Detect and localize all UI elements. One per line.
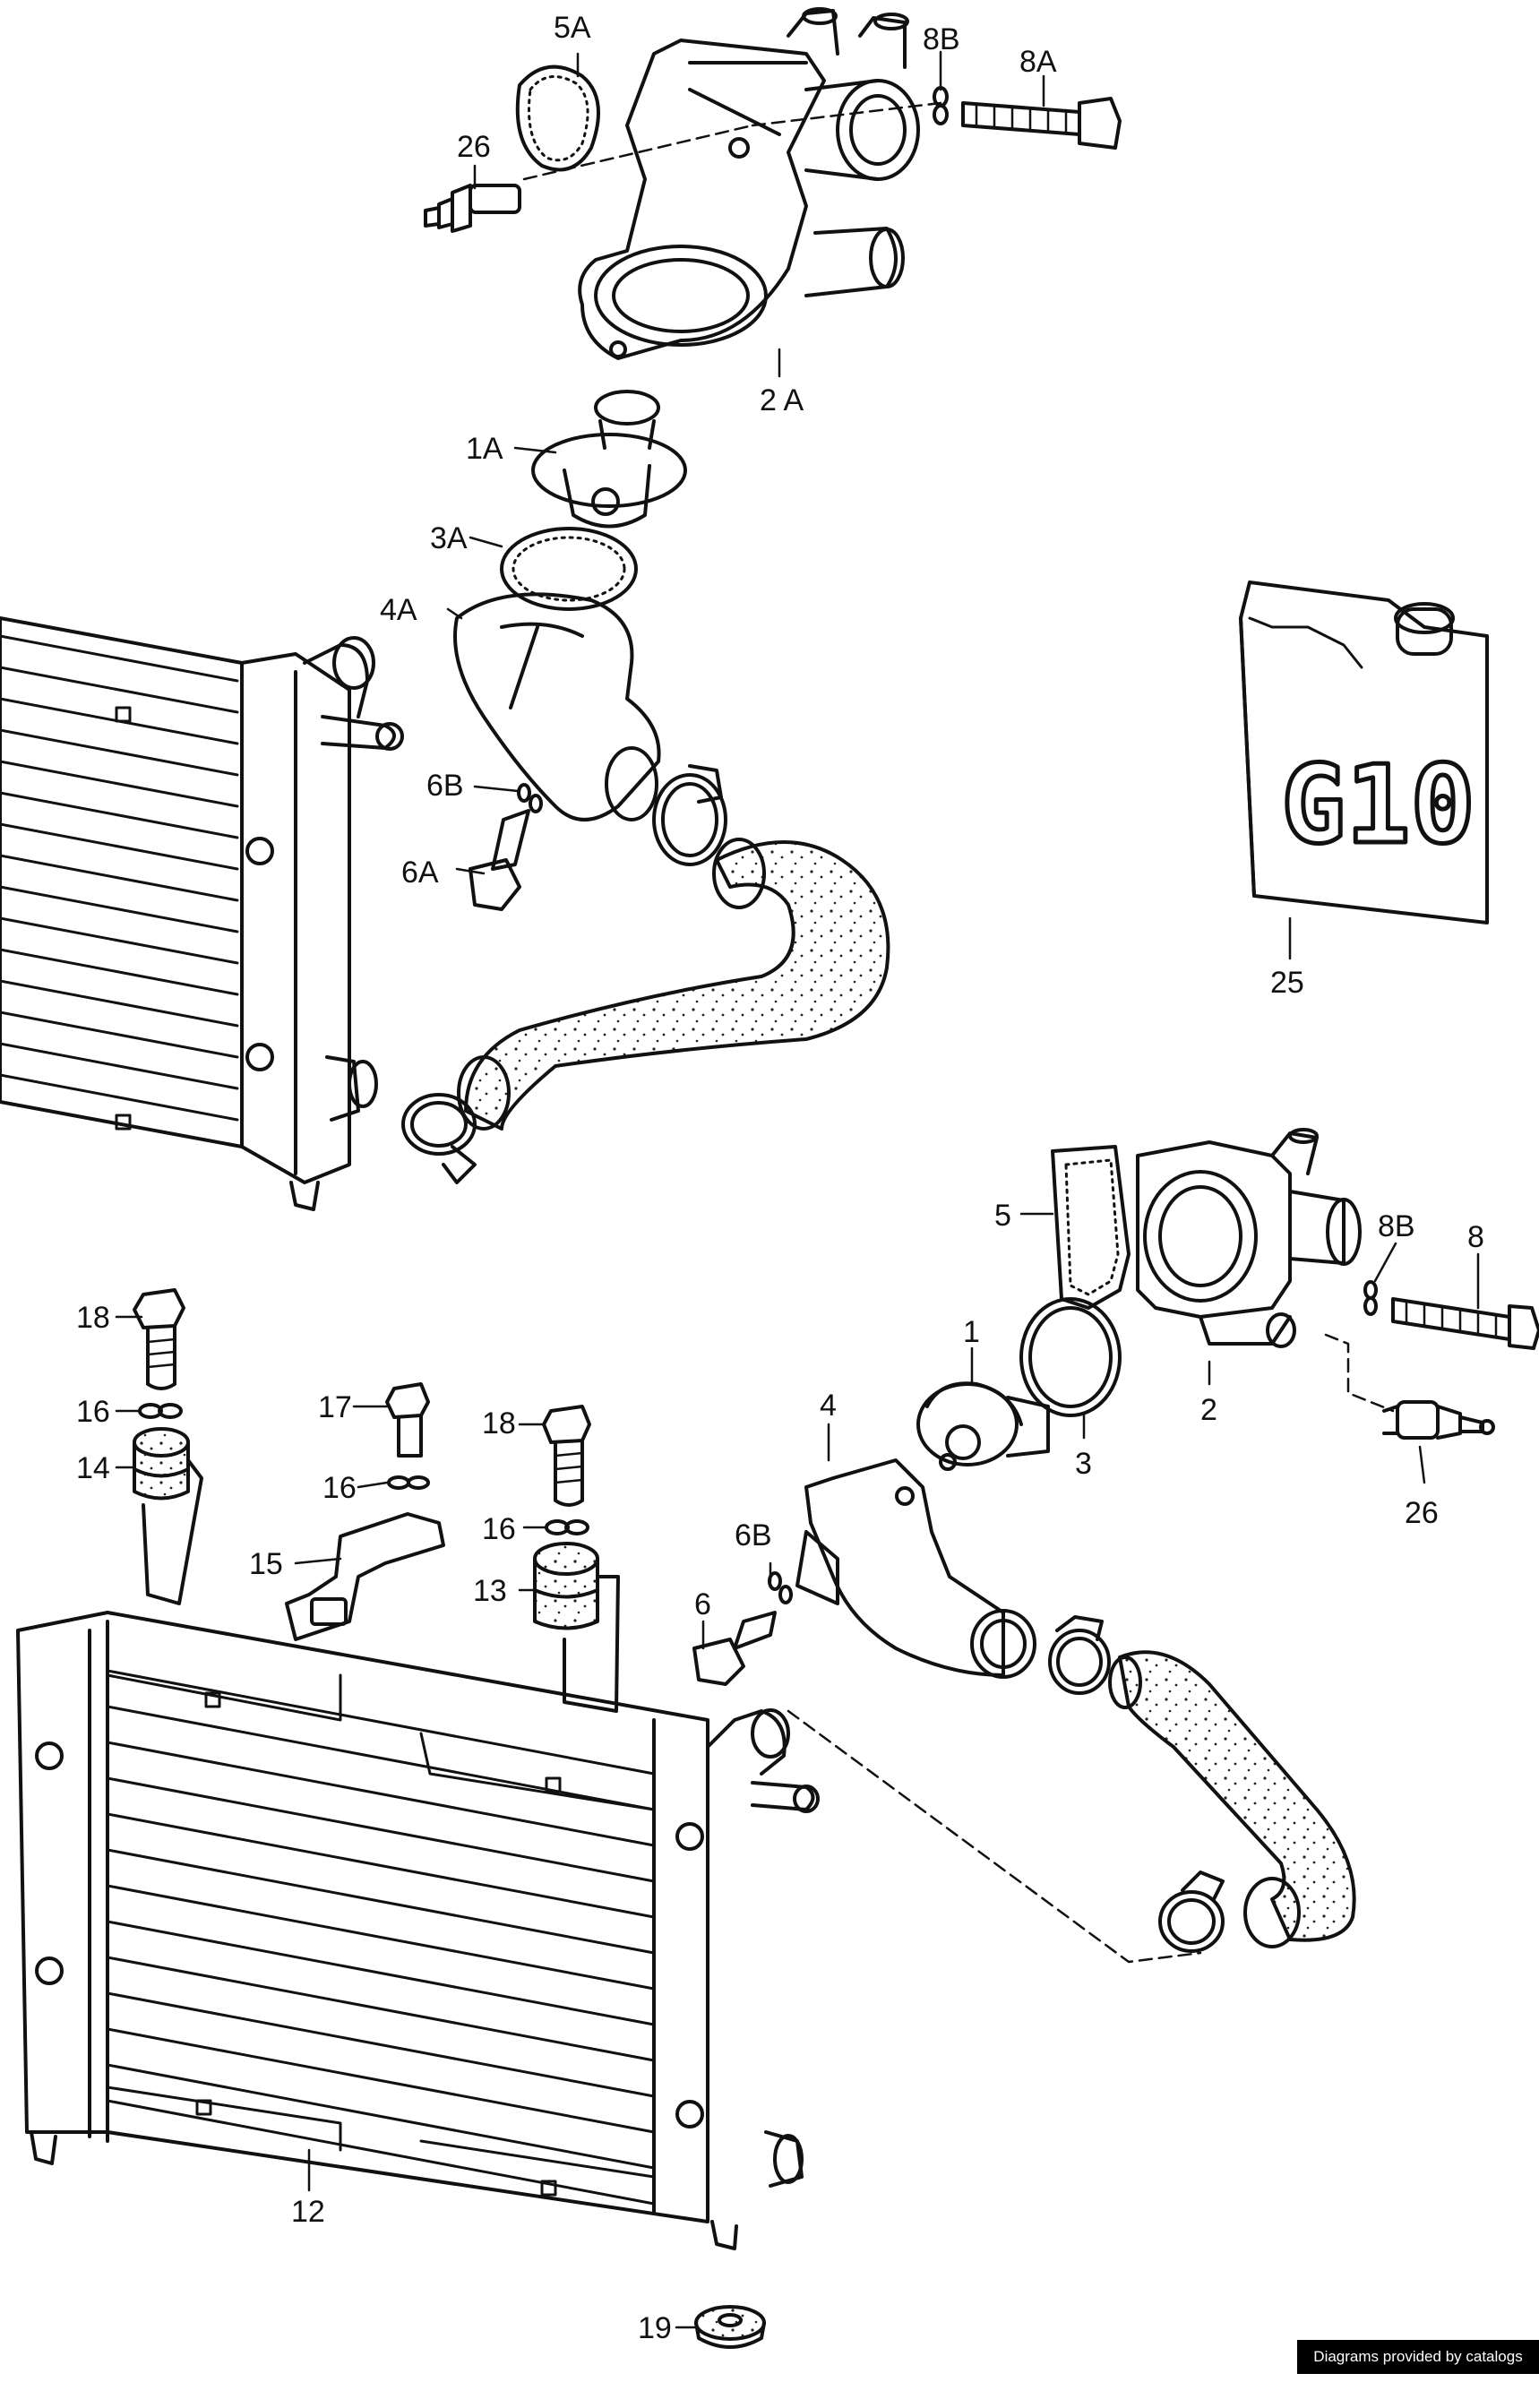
callout-2: 2 xyxy=(1200,1393,1217,1427)
thermostat-housing-2a xyxy=(578,7,920,360)
hose-clamp-top-1 xyxy=(652,764,727,866)
bracket-15 xyxy=(285,1512,445,1641)
callout-6: 6 xyxy=(694,1587,711,1621)
hose-clamp-mid-1 xyxy=(1048,1615,1111,1695)
callout-1: 1 xyxy=(963,1315,980,1349)
radiator-top xyxy=(0,616,404,1211)
callout-5a: 5A xyxy=(554,11,591,45)
guide-line-mid xyxy=(787,1333,1395,1964)
callout-16-mid: 16 xyxy=(322,1471,357,1505)
thermostat-1 xyxy=(916,1381,1050,1471)
washer-16-right xyxy=(545,1519,589,1535)
bolt-8a xyxy=(961,97,1122,150)
o-ring-3 xyxy=(1019,1297,1122,1417)
callout-6b-top: 6B xyxy=(426,769,464,803)
callout-2a: 2 A xyxy=(760,383,804,417)
callout-4a: 4A xyxy=(380,593,417,627)
callout-13: 13 xyxy=(473,1574,507,1608)
callout-25: 25 xyxy=(1270,966,1304,1000)
callout-3: 3 xyxy=(1075,1447,1092,1481)
callout-17: 17 xyxy=(318,1390,352,1424)
callout-8b-top: 8B xyxy=(923,22,960,56)
bolt-6a xyxy=(469,809,530,911)
bolt-6 xyxy=(692,1611,777,1686)
radiator-12 xyxy=(16,1611,820,2250)
bolt-8 xyxy=(1391,1297,1539,1350)
callout-14: 14 xyxy=(76,1451,110,1485)
coolant-canister-25 xyxy=(1239,580,1489,924)
gasket-5a xyxy=(515,64,600,172)
washer-16-mid xyxy=(387,1475,430,1490)
rubber-mount-14 xyxy=(133,1427,203,1605)
bolt-18-right xyxy=(542,1405,591,1507)
callout-18-right: 18 xyxy=(482,1406,516,1440)
bolt-18-left xyxy=(133,1288,185,1390)
hose-clamp-mid-2 xyxy=(1158,1870,1225,1953)
callout-12: 12 xyxy=(291,2195,325,2229)
callout-3a: 3A xyxy=(430,521,468,555)
hose-clamp-top-2 xyxy=(401,1093,477,1184)
temp-sender-26-top xyxy=(424,184,521,233)
callout-26-top: 26 xyxy=(457,130,491,164)
callout-15: 15 xyxy=(249,1547,283,1581)
gasket-3a xyxy=(500,527,638,611)
washer-6b-top xyxy=(517,783,543,813)
coolant-elbow-4 xyxy=(795,1458,1036,1679)
callout-16-right: 16 xyxy=(482,1512,516,1546)
temp-sender-26-mid xyxy=(1382,1400,1495,1440)
callout-19: 19 xyxy=(638,2311,672,2345)
callout-8a: 8A xyxy=(1019,45,1057,79)
thermostat-1a xyxy=(531,390,687,529)
callout-5: 5 xyxy=(994,1199,1011,1233)
callout-16-left: 16 xyxy=(76,1395,110,1429)
callout-8b-mid: 8B xyxy=(1378,1209,1415,1243)
callout-6b-mid: 6B xyxy=(735,1518,772,1552)
callout-18-left: 18 xyxy=(76,1301,110,1335)
washer-8b-top xyxy=(933,86,949,125)
coolant-elbow-4a xyxy=(453,592,661,821)
callout-4: 4 xyxy=(820,1389,837,1423)
washer-8b-mid xyxy=(1363,1280,1378,1316)
thermostat-housing-2 xyxy=(1136,1128,1362,1348)
coolant-hose-mid xyxy=(1108,1650,1356,1948)
canister-label: G10 xyxy=(1281,744,1475,868)
rubber-grommet-19 xyxy=(694,2305,766,2349)
callout-26-mid: 26 xyxy=(1405,1496,1439,1530)
callout-labels: 5A 8B 8A 26 2 A 1A 3A 4A 6B 6A 25 5 8B 8… xyxy=(76,11,1484,2345)
footer-credit: Diagrams provided by catalogs parts xyxy=(1297,2340,1539,2399)
callout-1a: 1A xyxy=(466,432,503,466)
leader-lines xyxy=(115,50,1480,2329)
callout-6a: 6A xyxy=(401,856,439,890)
coolant-hose-top xyxy=(457,838,890,1131)
washer-6b-mid xyxy=(768,1571,793,1604)
gasket-5 xyxy=(1051,1145,1131,1310)
rubber-mount-13 xyxy=(533,1542,620,1713)
callout-8: 8 xyxy=(1467,1220,1484,1254)
bolt-17 xyxy=(385,1382,430,1458)
washer-16-left xyxy=(138,1403,183,1419)
guide-line-top xyxy=(522,101,942,181)
